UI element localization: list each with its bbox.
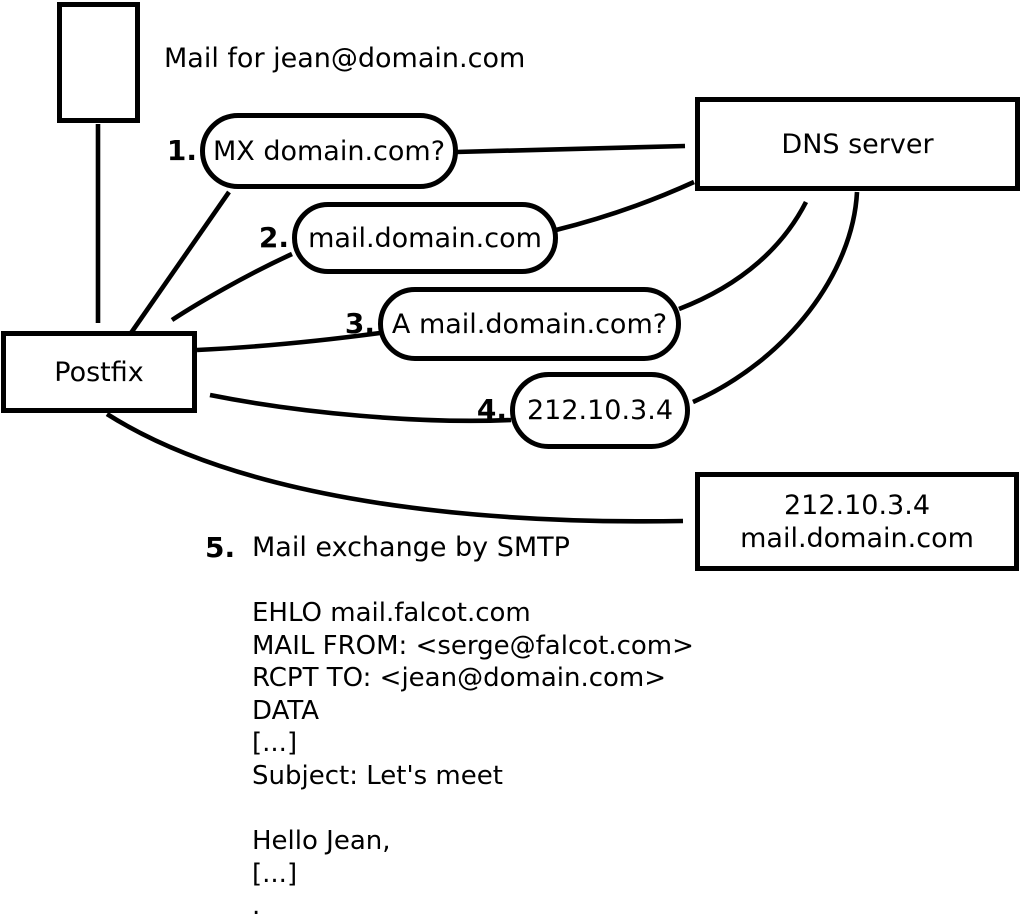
incoming-mail-node: [57, 2, 140, 123]
smtp-transcript: EHLO mail.falcot.com MAIL FROM: <serge@f…: [252, 598, 694, 919]
reply2-label: mail.domain.com: [308, 222, 542, 254]
postfix-node: Postfix: [1, 331, 197, 413]
step5-number: 5.: [205, 531, 236, 564]
postfix-label: Postfix: [54, 356, 144, 388]
query1-bubble: MX domain.com?: [200, 113, 458, 189]
line-dns-to-reply4: [692, 191, 860, 405]
arrow-query3-to-dns: [678, 200, 809, 312]
arrow-reply4-to-postfix: [209, 392, 512, 424]
reply4-bubble: 212.10.3.4: [510, 372, 690, 449]
reply4-label: 212.10.3.4: [527, 395, 673, 426]
dns-server-label: DNS server: [781, 128, 934, 160]
reply2-bubble: mail.domain.com: [292, 202, 558, 274]
line-dns-to-reply2: [555, 179, 695, 233]
arrow-query1-to-dns: [455, 143, 686, 155]
dns-server-node: DNS server: [695, 97, 1020, 191]
arrow-reply2-to-postfix: [170, 251, 293, 322]
diagram-title: Mail for jean@domain.com: [164, 43, 526, 74]
query1-label: MX domain.com?: [212, 135, 446, 167]
step5-label: Mail exchange by SMTP: [252, 532, 570, 563]
step3-number: 3.: [344, 307, 375, 340]
step2-number: 2.: [258, 221, 289, 254]
mail-server-node: 212.10.3.4 mail.domain.com: [695, 472, 1019, 571]
mail-server-ip: 212.10.3.4: [784, 489, 930, 521]
line-postfix-to-query3: [196, 330, 381, 353]
arrow-postfix-to-mailserver: [105, 412, 684, 524]
step4-number: 4.: [476, 393, 507, 426]
step1-number: 1.: [166, 134, 197, 167]
line-postfix-to-query1: [129, 190, 231, 335]
mail-server-hostname: mail.domain.com: [740, 522, 974, 554]
query3-bubble: A mail.domain.com?: [378, 287, 681, 361]
query3-label: A mail.domain.com?: [391, 308, 668, 340]
